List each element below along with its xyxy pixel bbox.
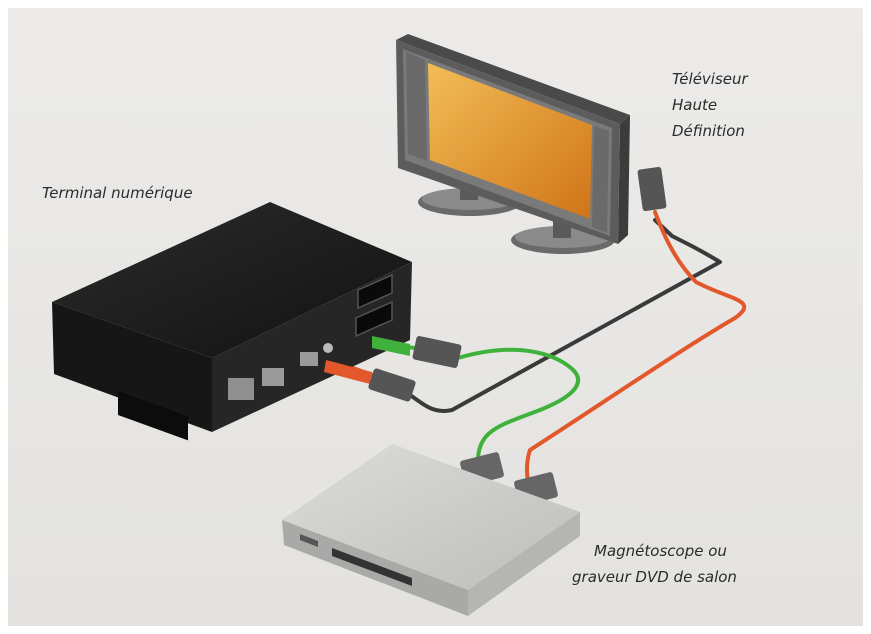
tv-icon [396,34,630,254]
recorder-label: Magnétoscope ou graveur DVD de salon [572,542,737,586]
set-top-box-icon [52,202,412,441]
vcr-dvd-recorder-icon [282,444,580,616]
terminal-label: Terminal numérique [42,184,193,202]
svg-text:graveur DVD de salon: graveur DVD de salon [572,568,737,586]
svg-text:Haute: Haute [672,96,717,114]
svg-text:Magnétoscope ou: Magnétoscope ou [594,542,727,560]
tv-label: Téléviseur Haute Définition [672,70,749,140]
svg-text:Définition: Définition [672,122,745,140]
svg-text:Téléviseur: Téléviseur [672,70,749,88]
